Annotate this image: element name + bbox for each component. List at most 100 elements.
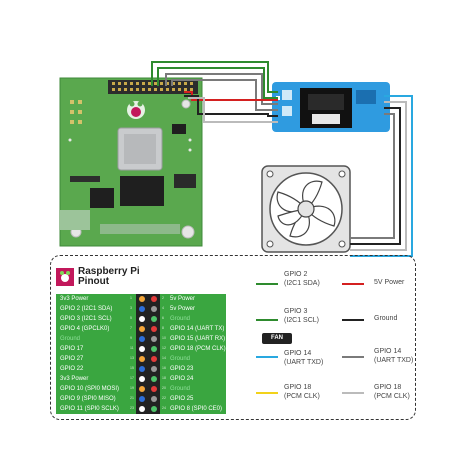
pinout-title-line1: Raspberry Pi xyxy=(78,266,140,277)
pinout-title-line2: Pinout xyxy=(78,276,110,287)
legend-gpio2-line1: GPIO 2 xyxy=(284,271,308,278)
pin-label-left: GPIO 2 (I2C1 SDA) xyxy=(60,306,113,312)
pin-dot-right xyxy=(151,346,157,352)
pin-number-right: 18 xyxy=(162,376,166,380)
pin-number-left: 19 xyxy=(130,386,134,390)
pin-number-right: 12 xyxy=(162,346,166,350)
pin-dot-left xyxy=(139,316,145,322)
wire-black-fan xyxy=(350,107,401,245)
pin-dot-left xyxy=(139,376,145,382)
pin-label-right: GPIO 25 xyxy=(170,396,194,402)
pin-number-left: 9 xyxy=(130,336,132,340)
pin-number-right: 16 xyxy=(162,366,166,370)
pin-label-left: GPIO 22 xyxy=(60,366,84,372)
pin-dot-right xyxy=(151,396,157,402)
pin-number-left: 1 xyxy=(130,296,132,300)
legend-swatch-black xyxy=(342,319,364,321)
pin-label-left: GPIO 17 xyxy=(60,346,84,352)
pin-label-left: GPIO 10 (SPI0 MOSI) xyxy=(60,386,120,392)
legend-gpio14-fan-line1: GPIO 14 xyxy=(284,350,312,357)
pin-number-left: 3 xyxy=(130,306,132,310)
pin-label-right: 5v Power xyxy=(170,306,196,312)
pin-dot-right xyxy=(151,316,157,322)
pin-dot-left xyxy=(139,346,145,352)
legend-gpio14-fan: GPIO 14 (UART TXD) xyxy=(284,349,323,367)
pin-number-right: 2 xyxy=(162,296,164,300)
legend-swatch-white xyxy=(342,392,364,394)
wire-red-5v xyxy=(184,91,278,101)
pin-dot-right xyxy=(151,386,157,392)
pin-label-right: GPIO 8 (SPI0 CE0) xyxy=(170,406,223,412)
legend-gpio18-fan-line2: (PCM CLK) xyxy=(284,393,320,400)
pin-number-left: 23 xyxy=(130,406,134,410)
pin-label-right: Ground xyxy=(170,316,191,322)
legend-swatch-blue xyxy=(256,356,278,358)
pin-number-left: 11 xyxy=(130,346,134,350)
legend-gpio14-line1: GPIO 14 xyxy=(374,348,402,355)
pin-dot-left xyxy=(139,386,145,392)
pin-label-right: GPIO 23 xyxy=(170,366,194,372)
wire-green-scl xyxy=(157,67,278,99)
pin-number-left: 13 xyxy=(130,356,134,360)
wire-green-sda xyxy=(151,61,278,93)
legend-gpio18: GPIO 18 (PCM CLK) xyxy=(374,383,410,401)
pin-number-right: 22 xyxy=(162,396,166,400)
pin-number-right: 8 xyxy=(162,326,164,330)
pin-number-right: 20 xyxy=(162,386,166,390)
oled-display-module xyxy=(272,82,390,132)
wire-white xyxy=(188,97,278,123)
pin-number-right: 24 xyxy=(162,406,166,410)
pin-number-left: 7 xyxy=(130,326,132,330)
pin-number-right: 10 xyxy=(162,336,166,340)
pin-dot-left xyxy=(139,336,145,342)
pin-label-right: 5v Power xyxy=(170,296,196,302)
pin-dot-left xyxy=(139,296,145,302)
legend-gpio14-fan-line2: (UART TXD) xyxy=(284,359,324,366)
pin-number-right: 4 xyxy=(162,306,164,310)
pin-number-right: 6 xyxy=(162,316,164,320)
pin-number-left: 17 xyxy=(130,376,134,380)
raspberry-logo-icon xyxy=(127,101,145,119)
pin-label-right: Ground xyxy=(170,356,191,362)
legend-gpio3-line2: (I2C1 SCL) xyxy=(284,317,320,324)
wire-gray-1 xyxy=(165,73,278,105)
pin-dot-right xyxy=(151,356,157,362)
pin-label-left: GPIO 11 (SPI0 SCLK) xyxy=(60,406,119,412)
legend-swatch-gray xyxy=(342,356,364,358)
pin-label-left: GPIO 27 xyxy=(60,356,84,362)
wire-gray-2 xyxy=(171,79,278,111)
cooling-fan xyxy=(261,165,351,253)
pin-label-left: GPIO 4 (GPCLK0) xyxy=(60,326,110,332)
pin-dot-right xyxy=(151,296,157,302)
wires xyxy=(151,61,413,257)
raspberry-pi-board xyxy=(59,77,203,247)
legend-gpio2: GPIO 2 (I2C1 SDA) xyxy=(284,270,320,288)
pin-number-left: 5 xyxy=(130,316,132,320)
pin-label-left: Ground xyxy=(60,336,81,342)
legend-5v-power: 5V Power xyxy=(374,279,405,286)
pin-label-right: GPIO 18 (PCM CLK) xyxy=(170,346,226,352)
pin-dot-left xyxy=(139,396,145,402)
legend-gpio14-line2: (UART TXD) xyxy=(374,357,414,364)
pin-label-right: GPIO 24 xyxy=(170,376,194,382)
pinout-header: Raspberry Pi Pinout xyxy=(56,264,226,290)
legend-gpio18-line2: (PCM CLK) xyxy=(374,393,410,400)
pin-dot-left xyxy=(139,366,145,372)
legend-ground: Ground xyxy=(374,315,398,322)
wire-black-gnd xyxy=(184,95,278,117)
legend-swatch-green-2 xyxy=(256,319,278,321)
pin-label-left: GPIO 9 (SPI0 MISO) xyxy=(60,396,116,402)
legend-gpio3-line1: GPIO 3 xyxy=(284,308,308,315)
legend-gpio2-line2: (I2C1 SDA) xyxy=(284,280,320,287)
pin-label-right: GPIO 14 (UART TX) xyxy=(170,326,225,332)
pin-label-right: Ground xyxy=(170,386,191,392)
pin-strip-left xyxy=(136,294,148,414)
pin-label-left: GPIO 3 (I2C1 SCL) xyxy=(60,316,112,322)
pin-dot-left xyxy=(139,306,145,312)
wire-blue-fan xyxy=(350,95,413,257)
legend-gpio18-fan: GPIO 18 (PCM CLK) xyxy=(284,383,320,401)
legend-gpio14: GPIO 14 (UART TXD) xyxy=(374,347,413,365)
